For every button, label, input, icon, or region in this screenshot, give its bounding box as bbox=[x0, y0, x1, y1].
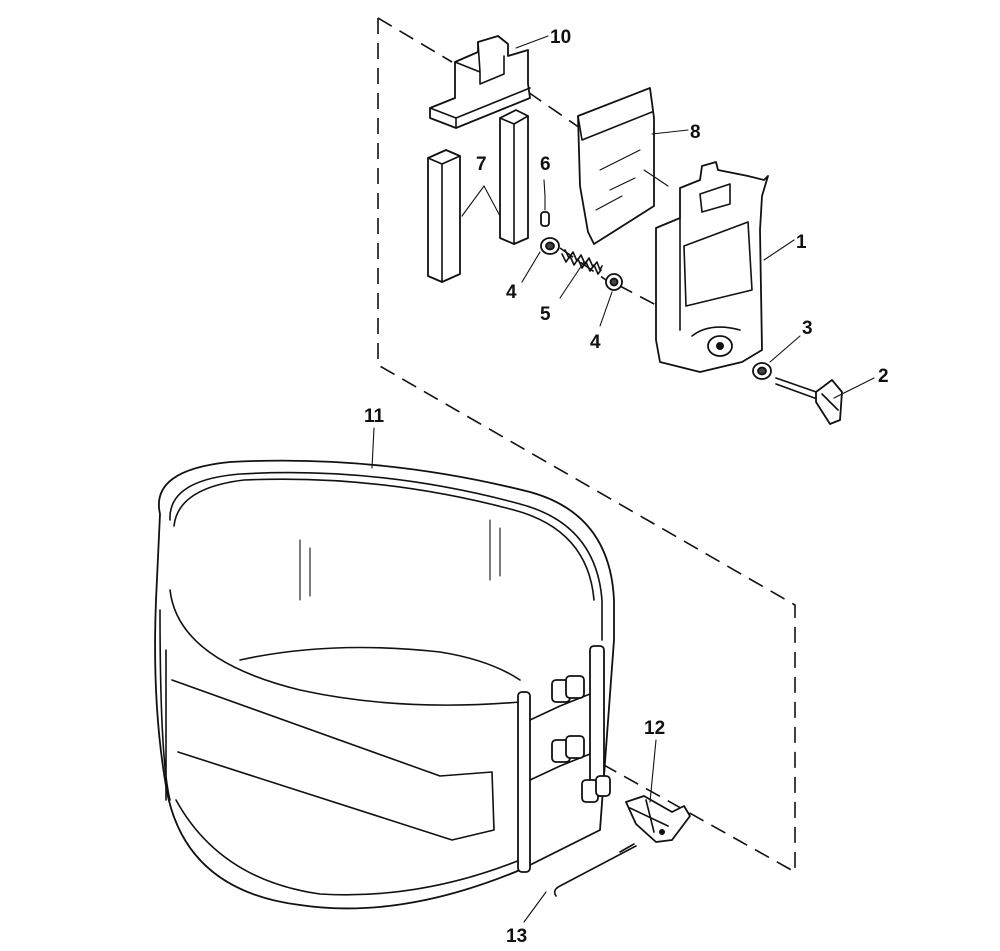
callout-3: 3 bbox=[802, 318, 813, 339]
part-4-washer-right bbox=[605, 273, 623, 291]
part-12-clamp bbox=[625, 795, 691, 843]
callout-2: 2 bbox=[878, 366, 889, 387]
leader-lines bbox=[371, 35, 875, 923]
callout-12: 12 bbox=[644, 718, 665, 739]
phantom-guide-lines bbox=[377, 17, 796, 874]
latch-assembly bbox=[517, 645, 611, 873]
callout-10: 10 bbox=[550, 27, 571, 48]
part-2-key bbox=[775, 377, 843, 425]
part-8-seal bbox=[577, 87, 655, 245]
part-4-washer-left bbox=[540, 237, 560, 255]
part-7-blocks bbox=[427, 109, 529, 283]
part-1-cover bbox=[655, 161, 769, 373]
part-13-rod bbox=[553, 843, 637, 897]
callout-4-right: 4 bbox=[590, 332, 601, 353]
callout-7: 7 bbox=[476, 154, 487, 175]
callout-8: 8 bbox=[690, 122, 701, 143]
callout-5: 5 bbox=[540, 304, 551, 325]
callout-6: 6 bbox=[540, 154, 551, 175]
part-5-spring bbox=[561, 249, 603, 275]
part-10-bracket bbox=[429, 35, 531, 129]
part-3-washer bbox=[752, 362, 772, 380]
callout-13: 13 bbox=[506, 926, 527, 947]
part-6-pin bbox=[540, 195, 550, 227]
part-11-band bbox=[154, 459, 615, 910]
callout-labels: 10 7 6 8 1 3 2 4 5 4 11 12 13 bbox=[364, 27, 889, 947]
callout-4-left: 4 bbox=[506, 282, 517, 303]
callout-1: 1 bbox=[796, 232, 807, 253]
callout-11: 11 bbox=[364, 406, 385, 427]
